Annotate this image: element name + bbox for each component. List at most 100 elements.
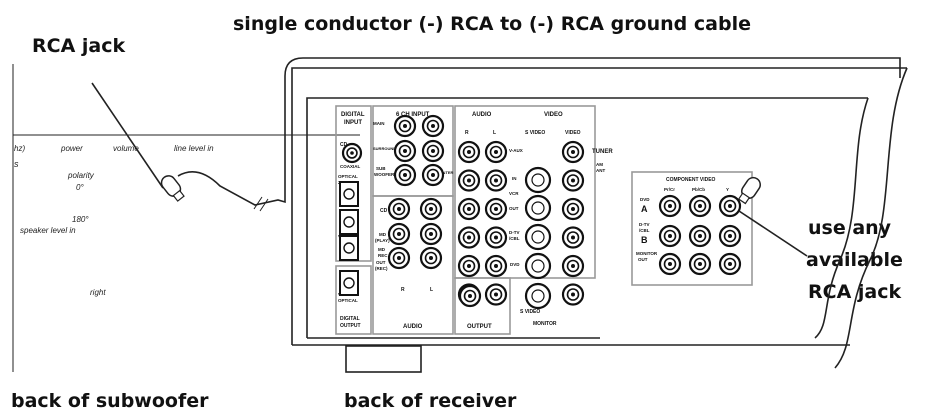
s-video-port (524, 166, 552, 194)
ground-cable (177, 57, 901, 206)
v-aux-label: V-AUX (509, 148, 523, 153)
ch-input-label: 6 CH INPUT (396, 112, 430, 118)
tuner-label: TUNER (592, 149, 613, 155)
video-jack (561, 169, 585, 192)
av-audio-l-jack (484, 283, 508, 306)
audio-input-jack (387, 222, 411, 246)
md-rec-label-2: REC (378, 253, 388, 258)
s-video-ports (524, 166, 552, 310)
digital-input-label-1: DIGITAL (341, 112, 365, 118)
component-video-panel (631, 171, 753, 286)
component-video-jack (658, 194, 682, 218)
optical-ports (339, 181, 359, 296)
component-video-jack (688, 252, 712, 276)
rca-jack-pointer (91, 82, 164, 189)
audio-input-jack (419, 246, 443, 270)
digital-output-label-2: OUTPUT (340, 323, 361, 329)
sub-s-label: s (14, 159, 19, 169)
component-video-jack (658, 224, 682, 248)
component-col-pb: Pb/Cb (692, 187, 705, 192)
rca-plug-left (160, 175, 185, 202)
ant-label: ANT (596, 168, 605, 173)
dvd-av-label: DVD (510, 262, 520, 267)
optical-dvd-port (339, 209, 359, 235)
sub-woofer-in-label-1: SUB (376, 166, 386, 171)
audio-top-label: AUDIO (472, 112, 492, 118)
out-rec-label-2: (REC) (375, 266, 388, 271)
av-audio-r-jack (457, 254, 481, 278)
surround-label: SURROUND (373, 146, 396, 151)
sub-header-volume: volume (113, 144, 139, 153)
vcr-in-label: IN (512, 176, 517, 181)
component-video-jack (658, 252, 682, 276)
dtv-cbl-label-1: D-TV (509, 230, 520, 235)
sub-woofer-in-label-2: WOOFER (374, 172, 395, 177)
receiver-foot (345, 345, 422, 373)
sub-speaker-level-label: speaker level in (20, 226, 76, 235)
s-video-col-label: S VIDEO (525, 130, 545, 136)
audio-input-jack (387, 246, 411, 270)
monitor-label: MONITOR (533, 321, 557, 327)
component-col-pr: Pr/Cr (664, 187, 675, 192)
subwoofer-panel: hz) power volume line level in s polarit… (12, 64, 360, 372)
av-audio-r-jack (457, 197, 481, 221)
audio-r-label: R (401, 287, 405, 293)
component-video-title: COMPONENT VIDEO (666, 177, 716, 183)
ch-input-jack (421, 114, 445, 138)
ch-input-jack (421, 139, 445, 163)
av-audio-l-jack (484, 140, 508, 164)
dtv-cbl-label-2: /CBL (509, 236, 520, 241)
back-of-subwoofer-label: back of subwoofer (11, 390, 209, 412)
component-dtv-label-2: /CBL (639, 228, 650, 233)
sub-header-power: power (60, 144, 83, 153)
video-jack (561, 197, 585, 221)
component-video-jack (688, 194, 712, 218)
vcr-out-label: OUT (509, 206, 519, 211)
av-audio-l-jack (484, 254, 508, 278)
use-any-callout-line2: available (806, 249, 903, 271)
av-audio-r-jack (457, 226, 481, 249)
s-video-port (524, 194, 552, 222)
sub-woofer-out-jack (458, 284, 482, 308)
optical-out-port (339, 270, 359, 296)
component-a-label: A (641, 204, 648, 214)
sub-right-label: right (90, 288, 106, 297)
video-jack (561, 140, 585, 164)
receiver-panel-inner (306, 97, 868, 338)
av-audio-l-jack (484, 197, 508, 221)
optical-video-label-1: OPTICAL (338, 174, 358, 179)
s-video-port (524, 223, 552, 251)
output-label: OUTPUT (467, 324, 492, 330)
component-b-label: B (641, 235, 648, 245)
av-audio-r-jack (457, 169, 481, 192)
audio-inputs-box (372, 195, 454, 335)
rca-plug-right (737, 176, 761, 205)
audio-bottom-label: AUDIO (403, 324, 423, 330)
vcr-label: VCR (509, 191, 519, 196)
av-l-label: L (493, 130, 496, 136)
cd-audio-label: CD (380, 208, 388, 214)
audio-l-label: L (430, 287, 433, 293)
ground-cable-callout: single conductor (-) RCA to (-) RCA grou… (233, 13, 751, 35)
cd-label: CD (340, 142, 348, 148)
sub-polarity-0: 0° (76, 183, 84, 192)
video3-out-label-2: OPTICAL (338, 298, 358, 303)
audio-input-jack (419, 197, 443, 221)
sub-header-hz: hz) (14, 144, 25, 153)
component-dvd-label: DVD (640, 197, 650, 202)
component-monitor-label-1: MONITOR (636, 251, 658, 256)
coaxial-jack (341, 142, 363, 164)
component-video-jack (718, 194, 742, 218)
ch-input-jack (421, 163, 445, 187)
back-of-receiver-label: back of receiver (344, 390, 517, 412)
video-jack (561, 283, 585, 306)
av-io-box (454, 105, 596, 279)
component-video-jack (718, 252, 742, 276)
md-play-label-1: MD (379, 232, 387, 237)
receiver-chassis-top (291, 67, 907, 345)
digital-output-box (335, 265, 372, 335)
s-video-port (524, 252, 552, 280)
optical-video2-port (339, 181, 359, 207)
main-label: MAIN (373, 121, 385, 126)
sub-header-line-level: line level in (174, 144, 214, 153)
